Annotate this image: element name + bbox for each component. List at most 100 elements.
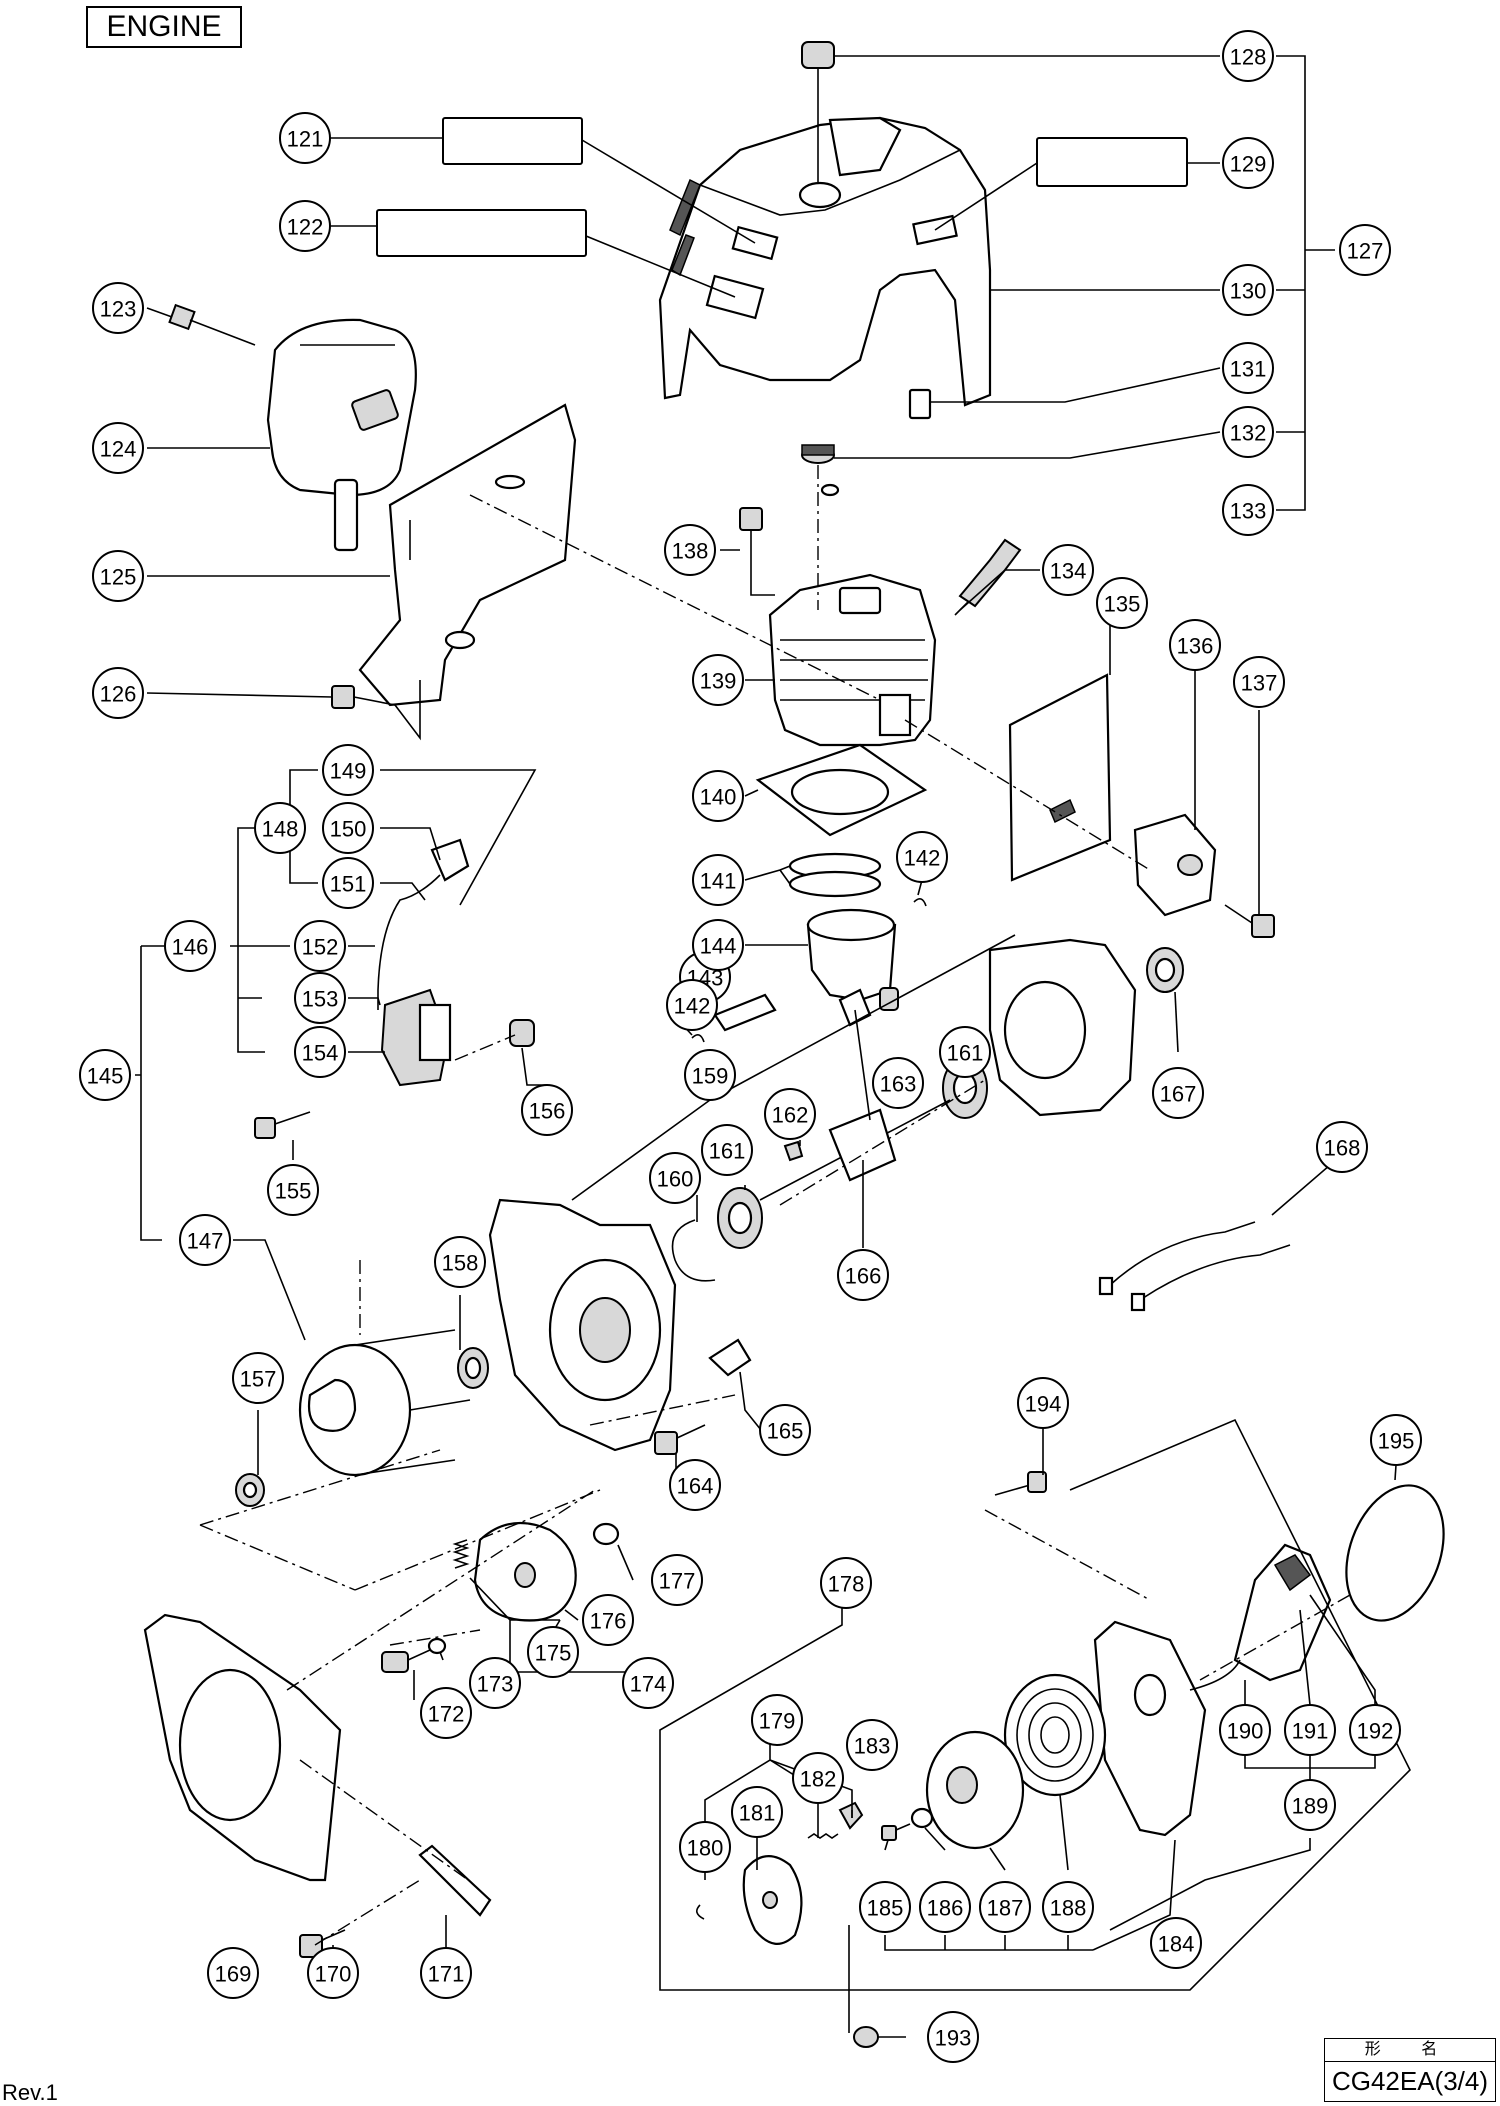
callout-circle — [420, 1947, 472, 1999]
fan-housing-part — [143, 1613, 342, 1882]
callout-number: 168 — [1324, 1136, 1361, 1161]
callout-circle — [751, 1694, 803, 1746]
callout-number: 192 — [1357, 1719, 1394, 1744]
callout-188: 188 — [1042, 1881, 1094, 1933]
callout-178: 178 — [820, 1557, 872, 1609]
callout-number: 191 — [1292, 1719, 1329, 1744]
callout-162: 162 — [764, 1088, 816, 1140]
callout-circle — [527, 1626, 579, 1678]
callout-number: 128 — [1230, 45, 1267, 70]
callout-circle — [279, 112, 331, 164]
callout-number: 125 — [100, 565, 137, 590]
callout-148: 148 — [254, 802, 306, 854]
callout-131: 131 — [1222, 342, 1274, 394]
callout-circle — [692, 919, 744, 971]
model-name: CG42EA(3/4) — [1331, 2066, 1489, 2096]
callout-183: 183 — [846, 1719, 898, 1771]
callout-circle — [759, 1404, 811, 1456]
callout-number: 171 — [428, 1962, 465, 1987]
callout-number: 182 — [800, 1767, 837, 1792]
callout-circle — [1096, 577, 1148, 629]
callout-185: 185 — [859, 1881, 911, 1933]
callout-circle — [1222, 484, 1274, 536]
callout-number: 127 — [1347, 239, 1384, 264]
callout-163: 163 — [872, 1057, 924, 1109]
callout-circle — [1233, 656, 1285, 708]
cylinder-part — [768, 573, 937, 747]
pulley-washer-part — [910, 1807, 934, 1829]
callout-number: 130 — [1230, 279, 1267, 304]
callout-number: 121 — [287, 127, 324, 152]
callout-circle — [919, 1881, 971, 1933]
callout-142: 142 — [666, 979, 718, 1031]
callout-circle — [1370, 1414, 1422, 1466]
intake-bolt-part — [1224, 904, 1275, 938]
callout-circle — [322, 744, 374, 796]
callout-number: 150 — [330, 817, 367, 842]
callout-circle — [79, 1049, 131, 1101]
callout-circle — [164, 920, 216, 972]
callout-169: 169 — [207, 1947, 259, 1999]
crankcase-bracket-part — [708, 1338, 752, 1377]
callout-circle — [1222, 342, 1274, 394]
callout-133: 133 — [1222, 484, 1274, 536]
callout-number: 142 — [674, 994, 711, 1019]
callout-number: 195 — [1378, 1429, 1415, 1454]
callout-number: 136 — [1177, 634, 1214, 659]
callout-135: 135 — [1096, 577, 1148, 629]
callout-circle — [92, 282, 144, 334]
callout-137: 137 — [1233, 656, 1285, 708]
callout-number: 178 — [828, 1572, 865, 1597]
callout-circle — [92, 550, 144, 602]
pawl-guide-part — [742, 1855, 803, 1945]
clutch-bolt-part — [381, 1649, 431, 1673]
clutch-bolt-washer-part — [427, 1637, 447, 1655]
callout-number: 193 — [935, 2026, 972, 2051]
callout-156: 156 — [521, 1084, 573, 1136]
callout-circle — [679, 1821, 731, 1873]
callout-number: 141 — [700, 869, 737, 894]
callout-number: 156 — [529, 1099, 566, 1124]
callout-144: 144 — [692, 919, 744, 971]
callout-number: 122 — [287, 215, 324, 240]
callout-number: 148 — [262, 817, 299, 842]
callout-173: 173 — [469, 1657, 521, 1709]
callout-circle — [1219, 1704, 1271, 1756]
piston-pin-part — [713, 993, 777, 1032]
callout-number: 142 — [904, 846, 941, 871]
recoil-spring-part — [1003, 1673, 1107, 1797]
callout-187: 187 — [979, 1881, 1031, 1933]
callout-circle — [764, 1088, 816, 1140]
callout-number: 131 — [1230, 357, 1267, 382]
callout-number: 177 — [659, 1569, 696, 1594]
piston-pin-clip-part — [913, 898, 927, 907]
callout-number: 161 — [709, 1139, 746, 1164]
crankcase-part — [488, 1198, 677, 1452]
callout-182: 182 — [792, 1752, 844, 1804]
callout-150: 150 — [322, 802, 374, 854]
callout-153: 153 — [294, 972, 346, 1024]
callout-number: 147 — [187, 1229, 224, 1254]
cylinder-gasket-part — [755, 743, 928, 837]
callout-number: 153 — [302, 987, 339, 1012]
callout-149: 149 — [322, 744, 374, 796]
callout-161: 161 — [939, 1026, 991, 1078]
starter-nut-part — [853, 2026, 879, 2048]
callout-number: 179 — [759, 1709, 796, 1734]
callout-179: 179 — [751, 1694, 803, 1746]
callout-circle — [307, 1947, 359, 1999]
callout-190: 190 — [1219, 1704, 1271, 1756]
callout-circle — [692, 854, 744, 906]
callout-138: 138 — [664, 524, 716, 576]
callout-130: 130 — [1222, 264, 1274, 316]
callout-128: 128 — [1222, 30, 1274, 82]
callout-circle — [846, 1719, 898, 1771]
callout-number: 172 — [428, 1702, 465, 1727]
callout-number: 151 — [330, 872, 367, 897]
callout-171: 171 — [420, 1947, 472, 1999]
callout-circle — [267, 1164, 319, 1216]
callout-195: 195 — [1370, 1414, 1422, 1466]
callout-158: 158 — [434, 1236, 486, 1288]
pulley-screw-part — [881, 1823, 911, 1841]
callout-number: 185 — [867, 1896, 904, 1921]
